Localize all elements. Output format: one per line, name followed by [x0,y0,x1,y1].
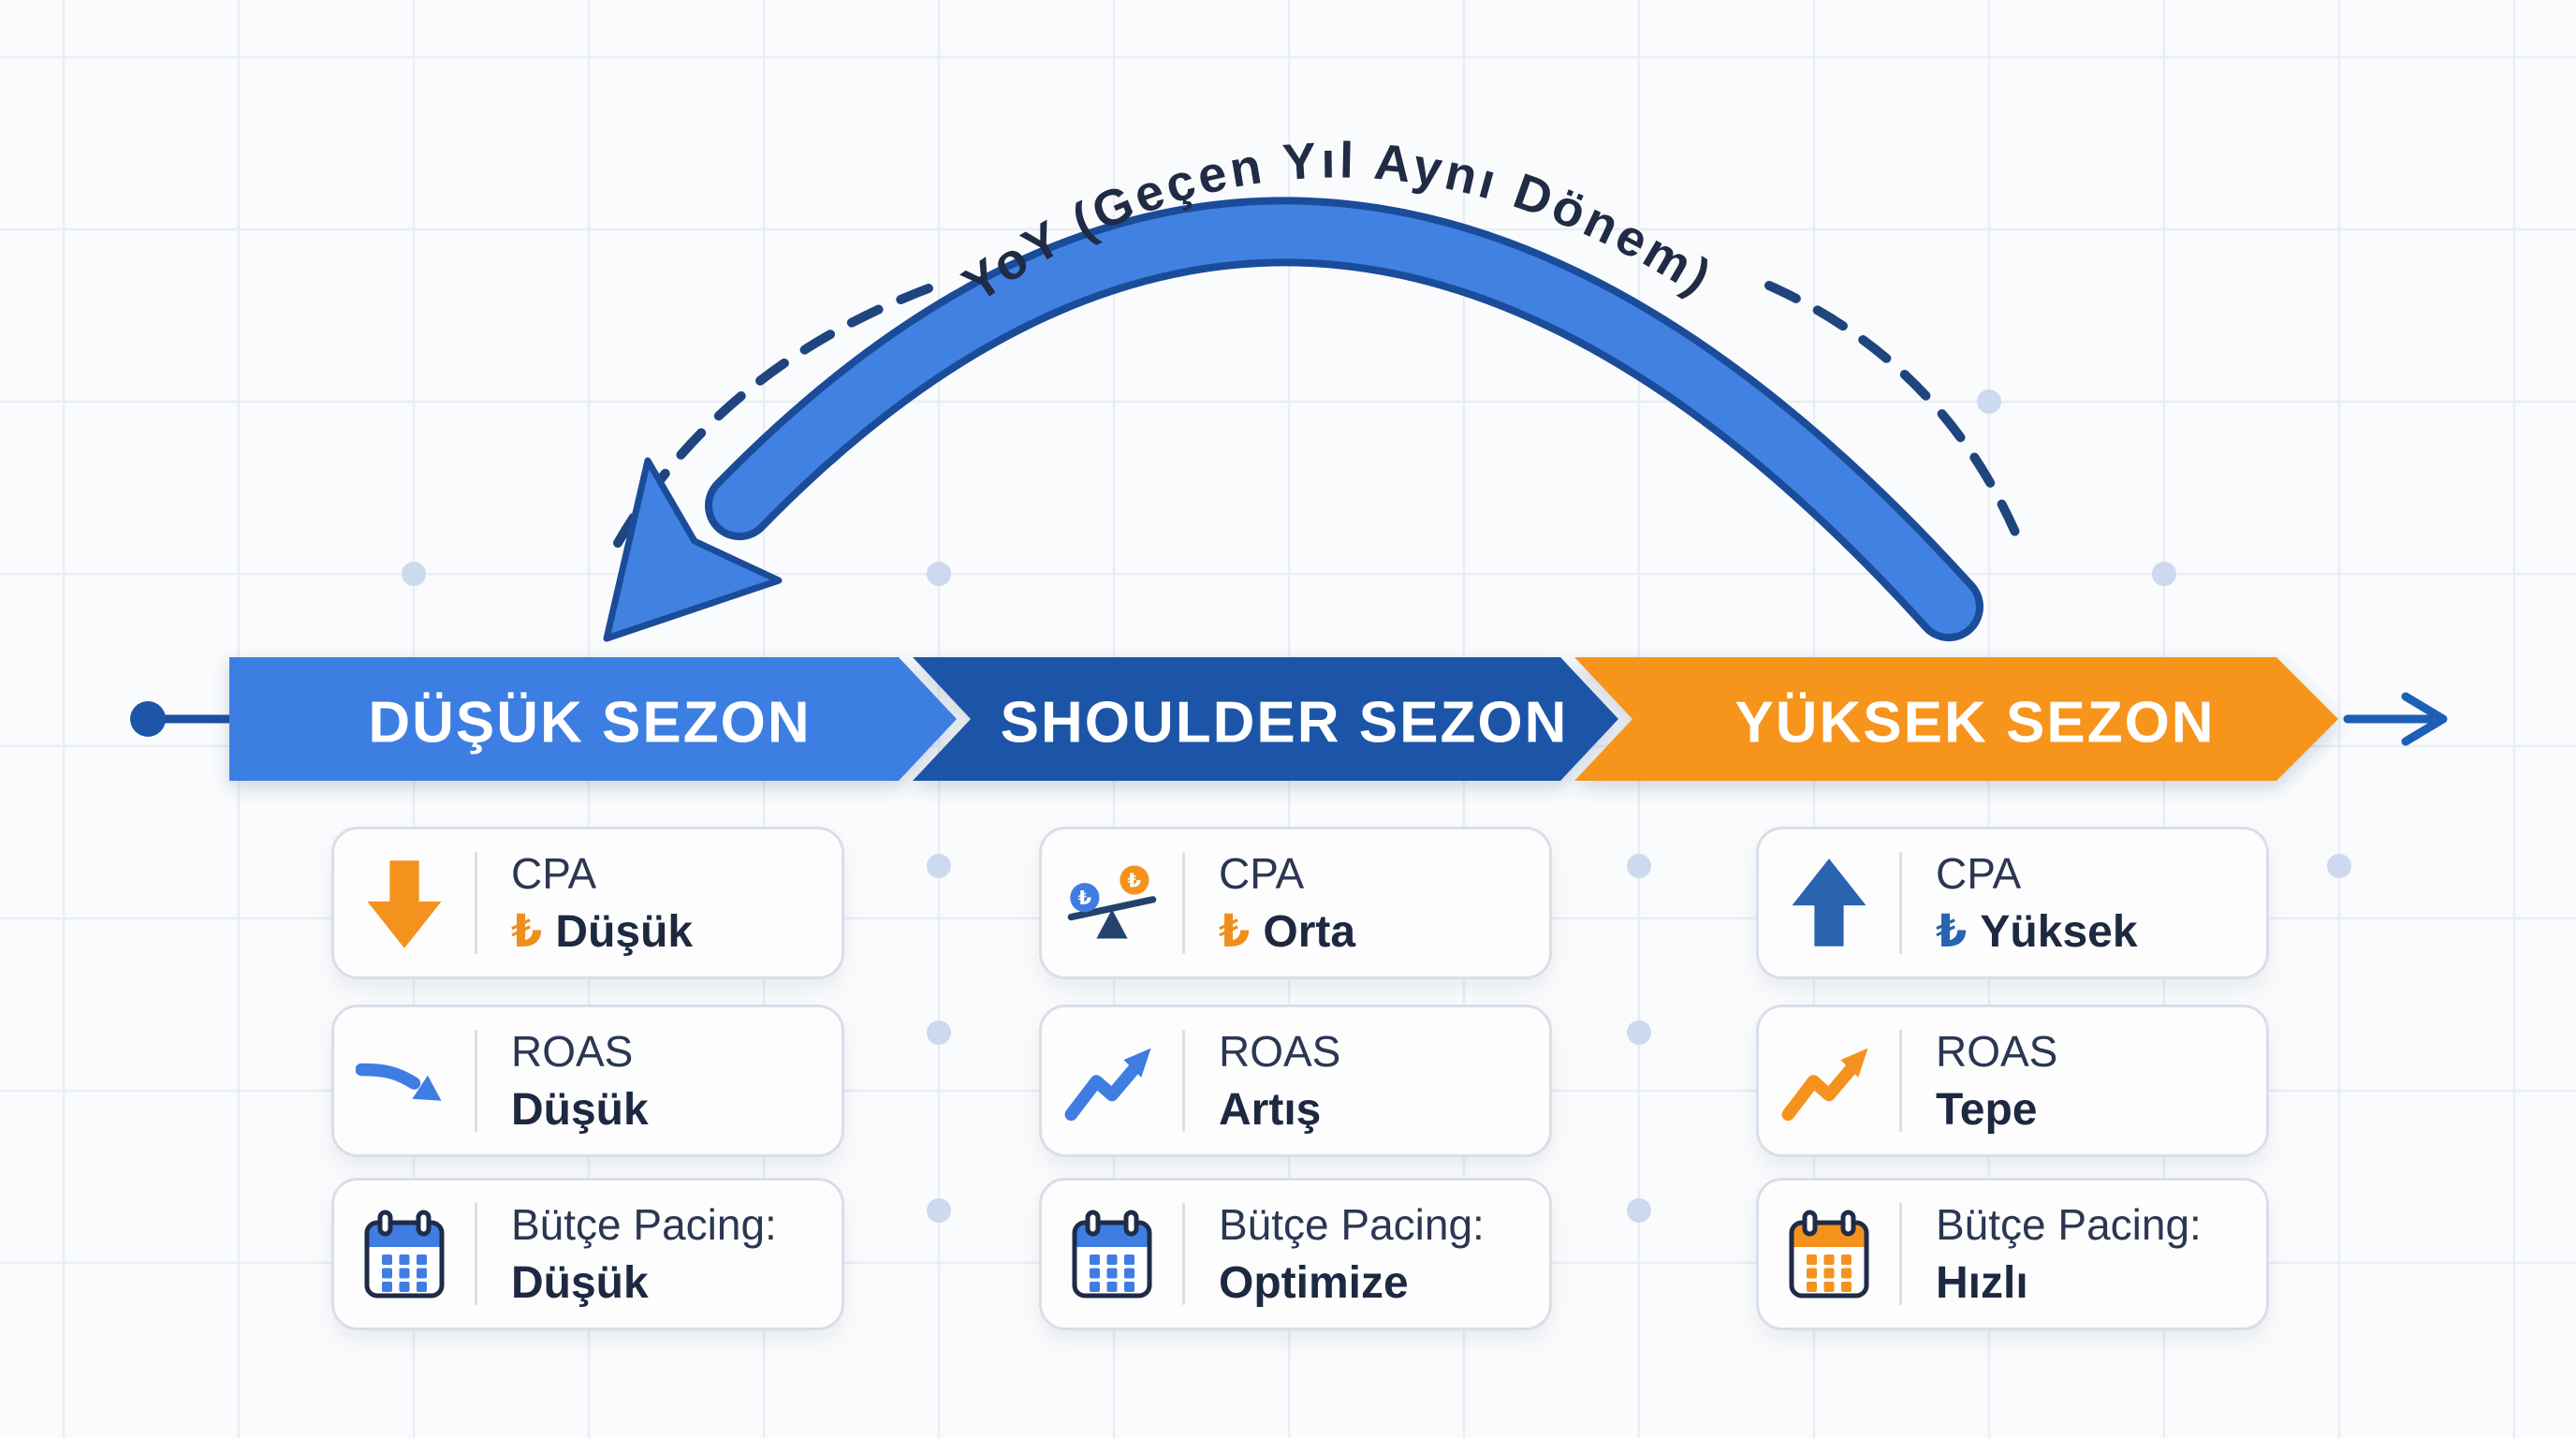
card-divider [1182,1203,1185,1305]
metric-label: ROAS [511,1027,634,1076]
metric-value: Optimize [1219,1258,1409,1308]
lira-icon: ₺ [1219,905,1251,958]
yoy-arrow [603,197,1983,642]
svg-text:₺: ₺ [1078,887,1091,909]
metric-value: Artış [1219,1085,1322,1135]
svg-text:₺: ₺ [1128,869,1141,891]
metric-label: CPA [1936,849,2022,898]
metric-label: CPA [511,849,597,898]
metric-value: Hızlı [1936,1258,2028,1308]
card-divider [475,1203,477,1305]
card-yuksek-roas: ROAS Tepe [1756,1005,2269,1157]
metric-label: Bütçe Pacing: [511,1200,777,1249]
card-divider [1899,1203,1902,1305]
metric-label: ROAS [1936,1027,2058,1076]
lira-icon: ₺ [1936,905,1968,958]
metric-value: ₺Orta [1219,905,1356,958]
card-dusuk-roas: ROAS Düşük [331,1005,844,1157]
metric-value: Düşük [511,1258,649,1308]
card-yuksek-pacing: Bütçe Pacing: Hızlı [1756,1178,2269,1330]
metric-label: CPA [1219,849,1305,898]
trend-down-icon [356,1063,442,1101]
metric-label: Bütçe Pacing: [1219,1200,1485,1249]
timeline-end-arrow [2343,692,2448,746]
arrow-up-icon [1792,858,1866,946]
grid-dots [402,389,2351,1223]
metric-value: ₺Yüksek [1936,905,2138,958]
season-banner-dusuk [229,657,957,781]
timeline-start-dot [130,701,231,737]
card-divider [1899,1030,1902,1132]
card-yuksek-cpa: CPA ₺Yüksek [1756,827,2269,979]
trend-up-icon [1781,1048,1868,1121]
card-dusuk-cpa: CPA ₺Düşük [331,827,844,979]
card-shoulder-cpa: ₺ ₺ CPA ₺Orta [1039,827,1552,979]
card-divider [1182,852,1185,954]
card-dusuk-pacing: Bütçe Pacing: Düşük [331,1178,844,1330]
season-banner-shoulder-label: SHOULDER SEZON [1001,691,1569,756]
card-shoulder-pacing: Bütçe Pacing: Optimize [1039,1178,1552,1330]
metric-value: Tepe [1936,1085,2038,1135]
metric-value: Düşük [511,1085,649,1135]
card-divider [475,1030,477,1132]
card-shoulder-roas: ROAS Artış [1039,1005,1552,1157]
season-banner-yuksek [1574,657,2338,781]
season-banner-dusuk-label: DÜŞÜK SEZON [368,691,811,756]
season-banner-shoulder [913,657,1618,781]
calendar-icon [364,1210,445,1298]
calendar-icon [1072,1210,1152,1298]
metric-label: Bütçe Pacing: [1936,1200,2202,1249]
calendar-icon [1789,1210,1869,1298]
balance-scale-icon: ₺ ₺ [1067,864,1157,938]
yoy-arrowhead-icon [603,457,783,642]
card-divider [475,852,477,954]
metric-value: ₺Düşük [511,905,694,958]
card-divider [1182,1030,1185,1132]
metric-label: ROAS [1219,1027,1341,1076]
season-banner-yuksek-label: YÜKSEK SEZON [1734,691,2215,756]
lira-icon: ₺ [511,905,543,958]
trend-up-icon [1064,1048,1151,1121]
arrow-down-icon [367,859,442,948]
card-divider [1899,852,1902,954]
